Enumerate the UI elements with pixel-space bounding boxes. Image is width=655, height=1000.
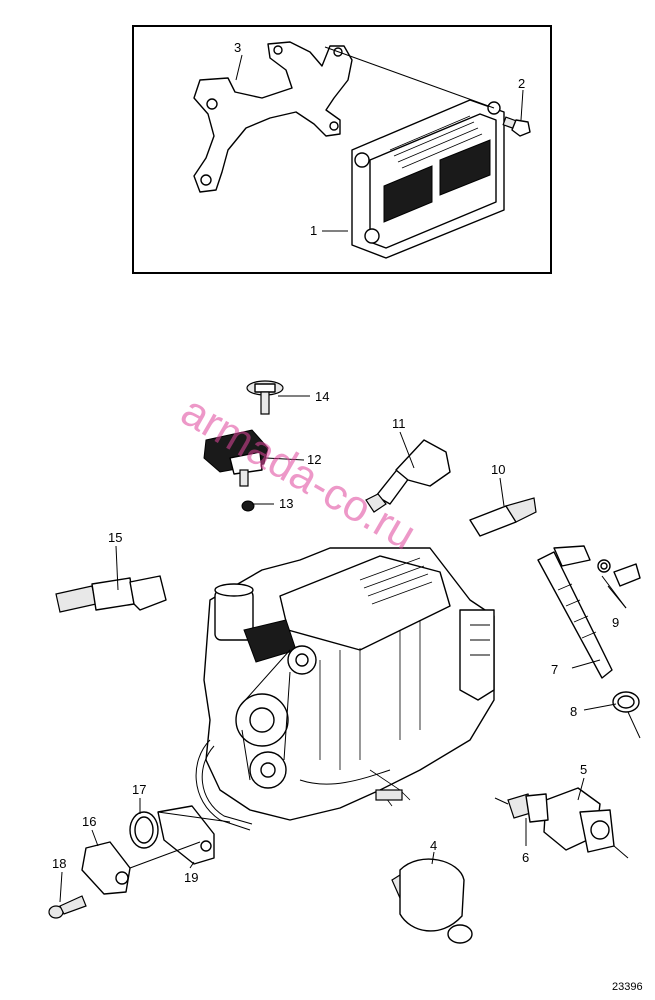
part-5-sensor (543, 787, 615, 853)
callout-5: 5 (580, 762, 587, 777)
callout-9: 9 (612, 615, 619, 630)
part-14-bolt (246, 380, 284, 415)
part-17-o-ring (129, 811, 159, 849)
callout-7: 7 (551, 662, 558, 677)
part-9-bolt (597, 559, 641, 587)
watermark: armada-co.ru (173, 386, 424, 559)
part-10-sensor (469, 497, 537, 537)
part-8-o-ring (612, 691, 640, 713)
callout-11: 11 (392, 416, 406, 431)
part-13-screw (241, 500, 255, 512)
figure-number: 23396 (612, 981, 643, 993)
callout-12: 12 (307, 452, 321, 467)
callout-8: 8 (570, 704, 577, 719)
callout-3: 3 (234, 40, 241, 55)
callout-18: 18 (52, 856, 66, 871)
callout-17: 17 (132, 782, 146, 797)
callout-4: 4 (430, 838, 437, 853)
callout-2: 2 (518, 76, 525, 91)
ecu-control-unit (351, 99, 505, 259)
inset-frame (132, 25, 552, 274)
part-16-sensor (81, 841, 131, 895)
callout-13: 13 (279, 496, 293, 511)
part-18-bolt (48, 895, 87, 919)
ecu-bolt (502, 116, 531, 137)
callout-15: 15 (108, 530, 122, 545)
callout-10: 10 (491, 462, 505, 477)
part-15-sensor (55, 575, 167, 613)
ecu-bracket (193, 41, 353, 193)
part-4-knock-sensor (391, 858, 473, 944)
callout-1: 1 (310, 223, 317, 238)
part-11-sensor (365, 439, 451, 513)
part-7-sensor (537, 545, 613, 679)
callout-16: 16 (82, 814, 96, 829)
part-6-fitting (507, 793, 549, 823)
engine-assembly (195, 547, 495, 831)
part-19-gasket (157, 805, 215, 865)
callout-6: 6 (522, 850, 529, 865)
callout-14: 14 (315, 389, 329, 404)
part-12-sensor (203, 429, 269, 487)
callout-19: 19 (184, 870, 198, 885)
